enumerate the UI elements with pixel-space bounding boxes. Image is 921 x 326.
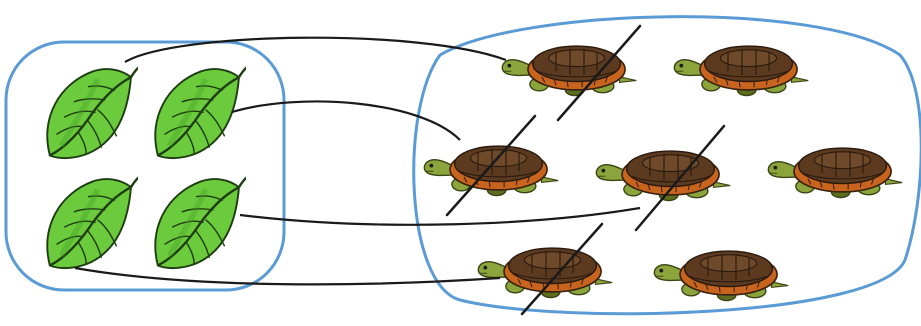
turtle-icon (596, 151, 730, 200)
leaf-icon (155, 174, 251, 268)
leaf-icon (47, 174, 143, 268)
turtle-icon (424, 146, 558, 195)
turtle-icon (768, 148, 902, 197)
connector-line (240, 208, 640, 225)
turtle-icon (478, 248, 612, 297)
turtle-icon (654, 251, 788, 300)
connector-line (75, 268, 500, 284)
leaf-icon (47, 64, 143, 158)
connector-line (232, 101, 460, 140)
turtle-icon (674, 46, 808, 95)
